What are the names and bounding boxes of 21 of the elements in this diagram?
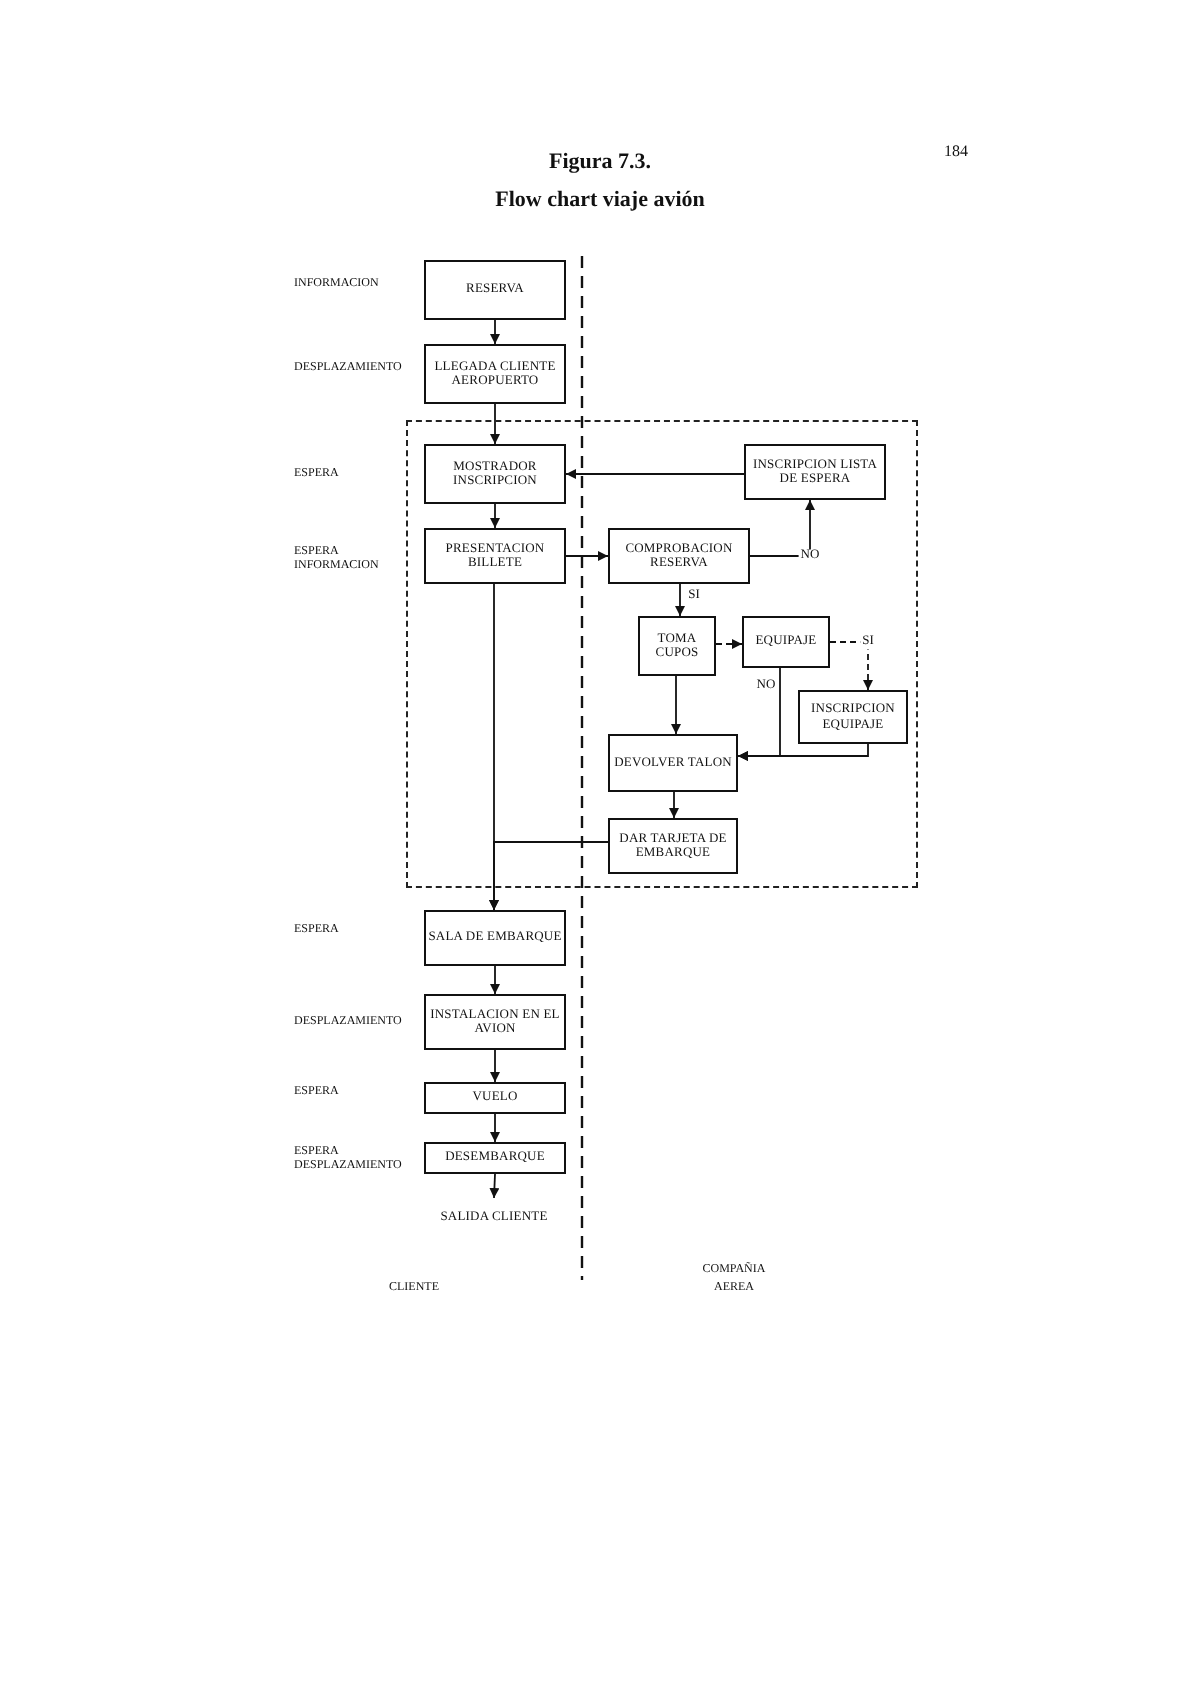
arrow <box>489 841 609 911</box>
arrow <box>669 791 679 819</box>
arrow <box>490 1113 500 1143</box>
page-number: 184 <box>944 140 970 164</box>
figure-number: Figura 7.3. <box>546 148 654 178</box>
arrow <box>490 319 500 345</box>
arrow <box>490 965 500 995</box>
dashed-arrow <box>715 639 743 649</box>
arrow <box>671 675 681 735</box>
arrow <box>490 503 500 529</box>
arrow <box>489 1173 500 1199</box>
arrow <box>490 1049 500 1083</box>
dashed-frame <box>406 420 918 888</box>
arrow <box>565 551 609 561</box>
arrow <box>675 583 685 617</box>
arrow <box>749 499 815 557</box>
figure-title: Flow chart viaje avión <box>493 188 707 212</box>
dashed-arrow <box>829 641 873 691</box>
arrow <box>737 743 869 761</box>
arrow <box>565 469 745 479</box>
arrow <box>490 403 500 445</box>
